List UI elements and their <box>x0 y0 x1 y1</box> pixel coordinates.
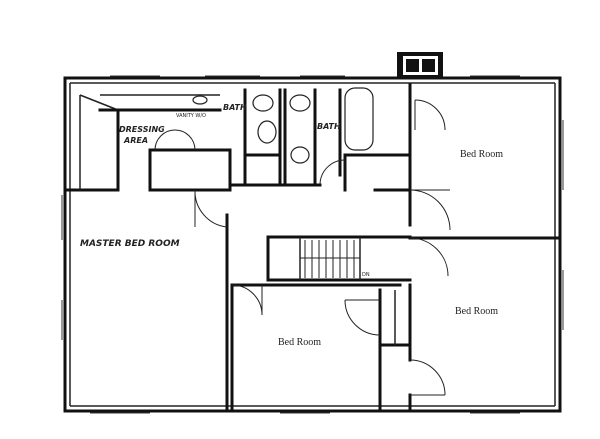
room-label-master-bedroom: MASTER BED ROOM <box>80 239 180 249</box>
room-label-bath-2: BATH <box>317 122 341 131</box>
door-swings <box>154 99 451 396</box>
stairs-label: DN <box>362 272 370 278</box>
room-label-dressing-area: AREA <box>123 136 148 145</box>
room-label-bedroom-south: Bed Room <box>278 337 321 348</box>
chimney-icon <box>397 52 443 79</box>
bath-fixtures <box>192 87 374 164</box>
room-label-dressing: DRESSING <box>119 125 165 134</box>
windows <box>61 75 564 414</box>
room-label-bedroom-east: Bed Room <box>460 149 503 160</box>
room-label-bath-1: BATH <box>223 103 247 112</box>
exterior-walls <box>63 76 562 413</box>
interior-walls <box>63 83 562 413</box>
vanity-label: VANITY W/O <box>176 113 206 119</box>
stairs <box>300 240 360 278</box>
room-label-bedroom-southeast: Bed Room <box>455 306 498 317</box>
